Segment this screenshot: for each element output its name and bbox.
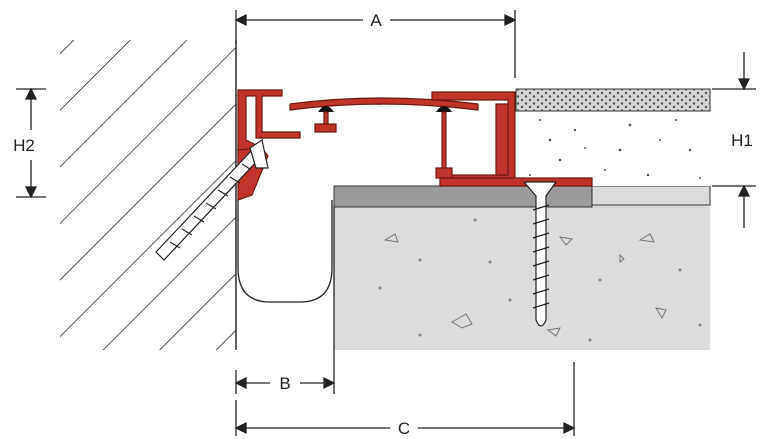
dimension-label-h1: H1 bbox=[731, 131, 753, 150]
concrete-slab bbox=[333, 205, 710, 350]
mortar-bed bbox=[518, 110, 710, 186]
dimension-label-h2: H2 bbox=[13, 136, 35, 155]
dimension-lines bbox=[16, 10, 756, 436]
dimension-label-c: C bbox=[398, 419, 410, 438]
dimension-label-b: B bbox=[279, 374, 290, 393]
joint-gap bbox=[237, 200, 333, 303]
vertical-screw bbox=[522, 181, 558, 327]
hatched-wall bbox=[60, 40, 237, 350]
screed-layer bbox=[333, 185, 593, 208]
rubber-insert bbox=[318, 106, 452, 112]
dimension-label-a: A bbox=[370, 11, 382, 30]
angled-screw bbox=[155, 139, 269, 261]
base-layer bbox=[591, 185, 711, 206]
